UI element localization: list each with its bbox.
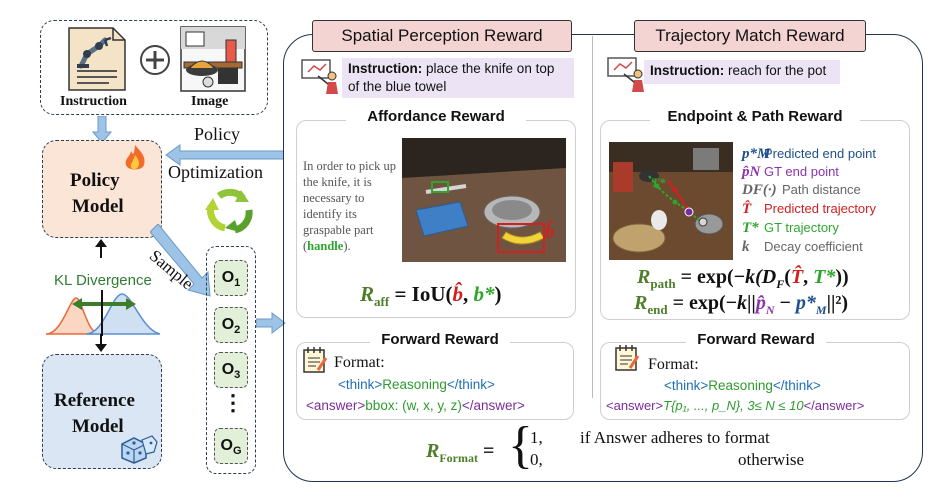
input-to-policy-arrow — [92, 116, 112, 144]
affordance-title-bg: Affordance Reward — [346, 108, 526, 128]
plus-icon — [140, 45, 170, 75]
kitchen-image-icon — [180, 26, 246, 92]
reference-model-label-line2: Model — [72, 416, 124, 437]
notepad-icon-right — [615, 345, 640, 371]
policy-optimization-line2: Optimization — [168, 162, 263, 182]
trajectory-answer-line: <answer>T{p₁, ..., p_N}, 3≤ N ≤ 10</answ… — [606, 398, 865, 413]
trajectory-match-title: Trajectory Match Reward — [634, 20, 866, 52]
instruction-label: Instruction — [60, 94, 127, 109]
kl-divergence-label: KL Divergence — [54, 272, 152, 289]
end-reward-formula: Rend = exp(−k||p̂N − p*M||²) — [634, 292, 849, 317]
image-label: Image — [191, 94, 229, 109]
presenter-icon-left — [301, 59, 338, 94]
policy-optimization-line1: Policy — [194, 124, 241, 144]
affordance-bhat-label: b̂ — [545, 222, 555, 243]
dice-icon — [121, 435, 158, 464]
spatial-instruction: Instruction: place the knife on top of t… — [342, 58, 574, 98]
path-reward-formula: Rpath = exp(−k(DF(T̂, T*)) — [637, 266, 849, 291]
notepad-icon-left — [303, 347, 328, 373]
reward-panel-divider — [592, 36, 593, 398]
reward-panel — [283, 34, 923, 482]
legend-gt-trajectory: T*GT trajectory — [742, 220, 839, 236]
policy-model-label-line2: Model — [72, 196, 124, 217]
format-reward-case1-condition: if Answer adheres to format — [580, 428, 770, 447]
policy-model-label-line1: Policy — [70, 170, 120, 191]
outputs-to-reward-arrow — [256, 312, 286, 334]
trajectory-instruction: Instruction: reach for the pot — [644, 60, 840, 84]
legend-predicted-end-point: p*MPredicted end point — [742, 146, 877, 162]
format-reward-case1-value: 1, — [530, 428, 543, 447]
spatial-answer-line: <answer>bbox: (w, x, y, z)</answer> — [306, 398, 525, 413]
input-box — [40, 20, 268, 115]
recycle-icon — [205, 188, 253, 234]
format-reward-brace: { — [508, 417, 533, 474]
kl-distribution-curves — [45, 290, 161, 336]
policy-optimization-arrow — [165, 144, 284, 166]
outputs-ellipsis: ⋮ — [222, 390, 244, 415]
trajectory-scene-image — [609, 142, 733, 260]
format-reward-symbol: RFormat = — [426, 440, 495, 465]
output-og: OG — [214, 428, 248, 464]
endpoint-path-reward-title: Endpoint & Path Reward — [650, 108, 860, 125]
kl-up-arrow — [95, 239, 107, 258]
affordance-scene-image — [402, 138, 566, 262]
spatial-think-line: <think>Reasoning</think> — [338, 377, 495, 392]
legend-path-distance: DF(·)Path distance — [742, 182, 861, 198]
instruction-document-icon — [68, 27, 126, 91]
trajectory-forward-reward-title: Forward Reward — [686, 331, 826, 348]
affordance-formula: Raff = IoU(b̂, b*) — [360, 282, 502, 310]
output-o1: O1 — [214, 260, 248, 296]
output-o2: O2 — [214, 307, 248, 343]
trajectory-think-line: <think>Reasoning</think> — [664, 378, 821, 393]
sample-arrow — [150, 224, 211, 297]
spatial-perception-title: Spatial Perception Reward — [312, 20, 572, 52]
trajectory-forward-reward-panel — [600, 342, 910, 420]
fire-icon — [125, 145, 145, 170]
outputs-box — [206, 246, 256, 474]
trajectory-format-label: Format: — [648, 356, 699, 373]
output-o3: O3 — [214, 352, 248, 388]
format-reward-case2-value: 0, — [530, 450, 543, 469]
kl-down-arrow — [95, 334, 107, 352]
trajectory-tstar-label: T* — [651, 175, 666, 190]
legend-predicted-trajectory: T̂Predicted trajectory — [742, 201, 876, 217]
presenter-icon-right — [607, 57, 644, 92]
reference-model-label-line1: Reference — [54, 390, 135, 411]
affordance-explanation: In order to pick up the knife, it is nec… — [303, 159, 397, 253]
spatial-format-label: Format: — [334, 354, 385, 371]
spatial-forward-reward-panel — [296, 342, 574, 420]
format-reward-case2-condition: otherwise — [738, 450, 805, 469]
spatial-forward-reward-title: Forward Reward — [370, 331, 510, 348]
